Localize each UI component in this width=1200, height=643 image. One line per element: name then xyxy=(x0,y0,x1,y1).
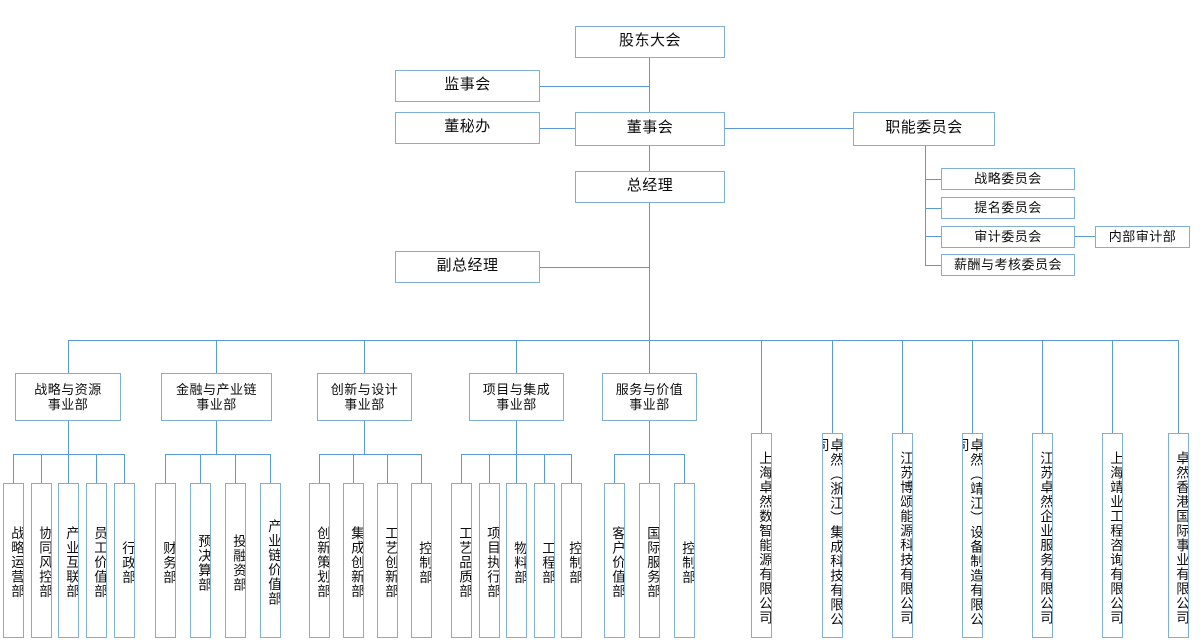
node-dept-industrial-internet[interactable]: 产业互联部 xyxy=(58,483,79,638)
line-audit-committee-to-audit-dept xyxy=(1074,236,1095,237)
line-bus-to-subsidiary-4 xyxy=(1042,340,1043,433)
node-dept-materials[interactable]: 物料部 xyxy=(506,483,527,638)
line-bus-to-subsidiary-5 xyxy=(1112,340,1113,433)
line-supervisory-to-trunk xyxy=(540,86,650,87)
line-division-1-stem xyxy=(216,421,217,454)
line-division-4-drop-1 xyxy=(649,454,650,483)
node-dept-strategy-operations[interactable]: 战略运营部 xyxy=(3,483,24,638)
node-supervisory-board[interactable]: 监事会 xyxy=(395,70,540,102)
line-bus-to-subsidiary-0 xyxy=(761,340,762,433)
line-bus-to-division-3 xyxy=(516,340,517,373)
node-committee-strategy[interactable]: 战略委员会 xyxy=(941,168,1075,190)
line-committee-1 xyxy=(925,179,941,180)
node-dept-process-innovation[interactable]: 工艺创新部 xyxy=(377,483,398,638)
node-deputy-general-manager[interactable]: 副总经理 xyxy=(395,251,540,283)
node-functional-committee[interactable]: 职能委员会 xyxy=(853,112,995,146)
line-division-3-drop-3 xyxy=(544,454,545,483)
line-division-1-drop-2 xyxy=(235,454,236,483)
node-division-service-value[interactable]: 服务与价值 事业部 xyxy=(602,373,697,421)
line-dgm-to-trunk xyxy=(540,267,650,268)
line-committee-2 xyxy=(925,208,941,209)
line-secretary-to-board xyxy=(540,128,576,129)
node-subsidiary-jiangsu-bosong-energy[interactable]: 江苏博颂能源科技有限公司 xyxy=(892,433,913,638)
line-committee-spine xyxy=(925,146,926,266)
node-subsidiary-shanghai-jingye-engineering[interactable]: 上海靖业工程咨询有限公司 xyxy=(1102,433,1123,638)
line-board-to-committee xyxy=(724,128,854,129)
node-subsidiary-zhuoran-zhejiang-integration[interactable]: 卓然（浙江）集成科技有限公司 xyxy=(822,433,843,638)
node-shareholders-meeting[interactable]: 股东大会 xyxy=(575,26,725,58)
node-board-secretary-office[interactable]: 董秘办 xyxy=(395,112,540,144)
node-division-innovation-design[interactable]: 创新与设计 事业部 xyxy=(317,373,412,421)
node-subsidiary-jiangsu-zhuoran-enterprise-service[interactable]: 江苏卓然企业服务有限公司 xyxy=(1032,433,1053,638)
node-dept-budget-settlement[interactable]: 预决算部 xyxy=(190,483,211,638)
line-division-0-drop-0 xyxy=(13,454,14,483)
line-gm-trunk xyxy=(649,203,650,340)
line-committee-4 xyxy=(925,265,941,266)
node-board-of-directors[interactable]: 董事会 xyxy=(575,112,725,146)
node-dept-international-service[interactable]: 国际服务部 xyxy=(639,483,660,638)
node-dept-control-innovation[interactable]: 控制部 xyxy=(411,483,432,638)
line-division-2-drop-1 xyxy=(353,454,354,483)
node-dept-engineering[interactable]: 工程部 xyxy=(534,483,555,638)
line-division-3-stem xyxy=(516,421,517,454)
node-committee-nomination[interactable]: 提名委员会 xyxy=(941,197,1075,219)
node-dept-administration[interactable]: 行政部 xyxy=(114,483,135,638)
node-division-project-integration[interactable]: 项目与集成 事业部 xyxy=(469,373,564,421)
line-bus-to-subsidiary-3 xyxy=(972,340,973,433)
node-dept-customer-value[interactable]: 客户价值部 xyxy=(604,483,625,638)
node-dept-innovation-planning[interactable]: 创新策划部 xyxy=(309,483,330,638)
node-subsidiary-zhuoran-jingjiang-equipment[interactable]: 卓然（靖江）设备制造有限公司 xyxy=(962,433,983,638)
node-dept-employee-value[interactable]: 员工价值部 xyxy=(86,483,107,638)
line-committee-3 xyxy=(925,236,941,237)
line-division-0-drop-3 xyxy=(96,454,97,483)
node-dept-process-quality[interactable]: 工艺品质部 xyxy=(451,483,472,638)
node-dept-collaborative-risk-control[interactable]: 协同风控部 xyxy=(31,483,52,638)
node-general-manager[interactable]: 总经理 xyxy=(575,171,725,203)
line-division-0-drop-1 xyxy=(41,454,42,483)
node-dept-finance[interactable]: 财务部 xyxy=(155,483,176,638)
line-division-0-drop-4 xyxy=(124,454,125,483)
line-division-3-drop-0 xyxy=(461,454,462,483)
node-committee-remuneration[interactable]: 薪酬与考核委员会 xyxy=(941,254,1075,276)
line-board-to-gm xyxy=(649,146,650,171)
line-division-2-drop-3 xyxy=(421,454,422,483)
line-division-0-drop-2 xyxy=(68,454,69,483)
line-division-1-drop-1 xyxy=(200,454,201,483)
line-division-2-stem xyxy=(364,421,365,454)
line-division-1-drop-3 xyxy=(270,454,271,483)
line-bus-to-division-4 xyxy=(649,340,650,373)
node-internal-audit-department[interactable]: 内部审计部 xyxy=(1095,226,1190,248)
line-bus-to-division-2 xyxy=(364,340,365,373)
line-division-2-drop-0 xyxy=(319,454,320,483)
node-dept-project-execution[interactable]: 项目执行部 xyxy=(479,483,500,638)
node-dept-control-project[interactable]: 控制部 xyxy=(561,483,582,638)
line-division-1-bar xyxy=(165,454,270,455)
line-shareholders-to-board xyxy=(649,57,650,112)
node-dept-integrated-innovation[interactable]: 集成创新部 xyxy=(343,483,364,638)
line-bus-to-subsidiary-6 xyxy=(1178,340,1179,433)
line-division-4-drop-2 xyxy=(684,454,685,483)
line-main-bus xyxy=(68,340,1178,341)
line-division-3-drop-2 xyxy=(516,454,517,483)
node-division-finance-industrial-chain[interactable]: 金融与产业链 事业部 xyxy=(161,373,272,421)
node-dept-control-service[interactable]: 控制部 xyxy=(674,483,695,638)
line-bus-to-subsidiary-1 xyxy=(832,340,833,433)
node-dept-industrial-chain-value[interactable]: 产业链价值部 xyxy=(260,483,281,638)
line-division-2-bar xyxy=(319,454,421,455)
node-subsidiary-shanghai-zhuoran-shuzhi[interactable]: 上海卓然数智能源有限公司 xyxy=(751,433,772,638)
line-division-0-stem xyxy=(68,421,69,454)
node-division-strategy-resources[interactable]: 战略与资源 事业部 xyxy=(15,373,121,421)
line-bus-to-subsidiary-2 xyxy=(902,340,903,433)
line-division-1-drop-0 xyxy=(165,454,166,483)
line-division-4-drop-0 xyxy=(614,454,615,483)
line-division-4-stem xyxy=(649,421,650,454)
line-division-2-drop-2 xyxy=(387,454,388,483)
line-bus-to-division-0 xyxy=(68,340,69,373)
line-division-3-drop-4 xyxy=(571,454,572,483)
node-subsidiary-zhuoran-hongkong-international[interactable]: 卓然香港国际事业有限公司 xyxy=(1168,433,1189,638)
line-bus-to-division-1 xyxy=(216,340,217,373)
line-division-3-drop-1 xyxy=(489,454,490,483)
node-dept-investment-financing[interactable]: 投融资部 xyxy=(225,483,246,638)
node-committee-audit[interactable]: 审计委员会 xyxy=(941,226,1075,248)
